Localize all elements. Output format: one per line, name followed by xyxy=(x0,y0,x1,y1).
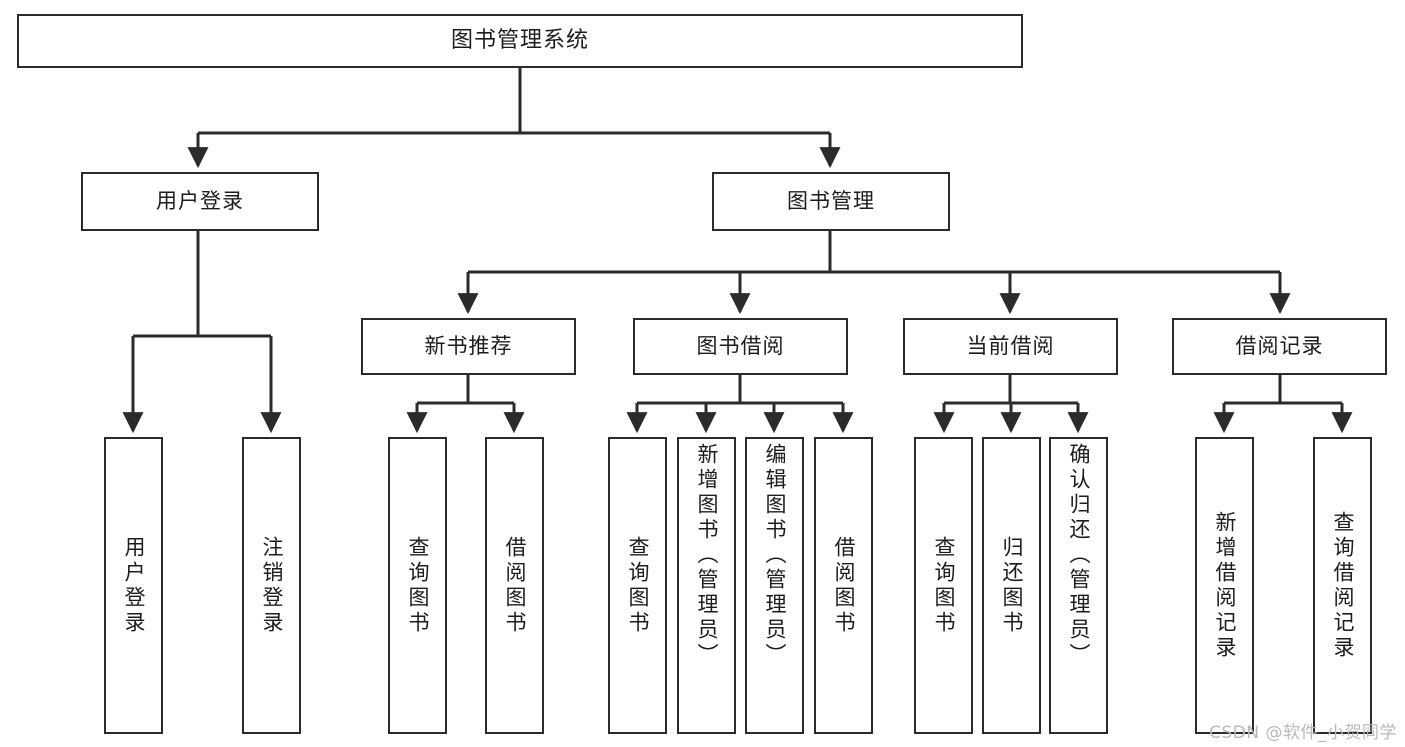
leaf-borrow-book-2-label: 借阅图书 xyxy=(832,535,856,636)
node-current-borrow[interactable]: 当前借阅 xyxy=(903,318,1118,375)
node-borrow-record-label: 借阅记录 xyxy=(1235,334,1324,359)
leaf-query-book-2[interactable]: 查询图书 xyxy=(608,437,667,734)
leaf-query-book-3-label: 查询图书 xyxy=(932,535,956,636)
node-new-book-recommend[interactable]: 新书推荐 xyxy=(361,318,576,375)
leaf-user-login-label: 用户登录 xyxy=(122,535,146,636)
leaf-add-book[interactable]: 新增图书（管理员） xyxy=(677,437,736,734)
node-current-borrow-label: 当前借阅 xyxy=(966,334,1055,359)
leaf-query-book-1-label: 查询图书 xyxy=(406,535,430,636)
leaf-return-book-label: 归还图书 xyxy=(1000,535,1024,636)
node-book-management[interactable]: 图书管理 xyxy=(712,172,950,231)
leaf-edit-book[interactable]: 编辑图书（管理员） xyxy=(745,437,804,734)
leaf-query-book-2-label: 查询图书 xyxy=(626,535,650,636)
leaf-query-book-3[interactable]: 查询图书 xyxy=(914,437,973,734)
node-book-borrow-label: 图书借阅 xyxy=(696,334,785,359)
node-book-borrow[interactable]: 图书借阅 xyxy=(633,318,848,375)
node-new-book-recommend-label: 新书推荐 xyxy=(424,334,513,359)
leaf-borrow-book-2[interactable]: 借阅图书 xyxy=(814,437,873,734)
leaf-query-record[interactable]: 查询借阅记录 xyxy=(1313,437,1372,734)
leaf-logout-login[interactable]: 注销登录 xyxy=(242,437,301,734)
leaf-add-record[interactable]: 新增借阅记录 xyxy=(1195,437,1254,734)
node-user-login[interactable]: 用户登录 xyxy=(81,172,319,231)
leaf-confirm-return[interactable]: 确认归还（管理员） xyxy=(1049,437,1108,734)
node-root-label: 图书管理系统 xyxy=(450,28,589,54)
leaf-edit-book-label: 编辑图书（管理员） xyxy=(763,443,787,668)
leaf-query-book-1[interactable]: 查询图书 xyxy=(388,437,447,734)
leaf-logout-login-label: 注销登录 xyxy=(260,535,284,636)
node-user-login-label: 用户登录 xyxy=(156,189,244,214)
leaf-borrow-book-1[interactable]: 借阅图书 xyxy=(485,437,544,734)
node-book-management-label: 图书管理 xyxy=(787,189,875,214)
leaf-borrow-book-1-label: 借阅图书 xyxy=(503,535,527,636)
leaf-query-record-label: 查询借阅记录 xyxy=(1331,510,1355,661)
leaf-user-login[interactable]: 用户登录 xyxy=(104,437,163,734)
leaf-confirm-return-label: 确认归还（管理员） xyxy=(1067,443,1091,668)
node-borrow-record[interactable]: 借阅记录 xyxy=(1172,318,1387,375)
leaf-return-book[interactable]: 归还图书 xyxy=(982,437,1041,734)
node-root[interactable]: 图书管理系统 xyxy=(17,14,1023,68)
watermark: CSDN @软件_小贺同学 xyxy=(1209,723,1397,743)
leaf-add-book-label: 新增图书（管理员） xyxy=(695,443,719,668)
leaf-add-record-label: 新增借阅记录 xyxy=(1213,510,1237,661)
